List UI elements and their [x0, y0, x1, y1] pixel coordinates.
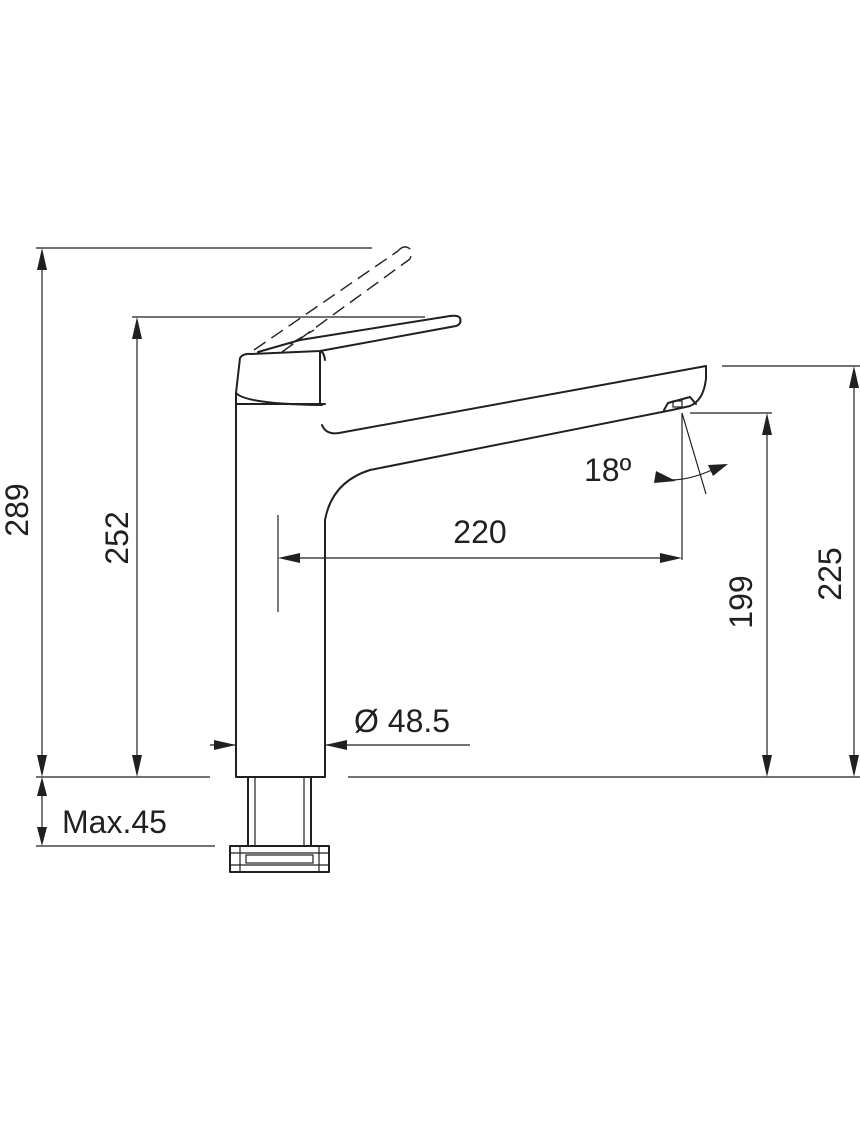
dimension-289-label: 289 [0, 483, 35, 536]
extension-lines [36, 247, 860, 847]
aerator [663, 396, 697, 411]
faucet-outline [229, 246, 707, 873]
dimension-max-45-label: Max.45 [62, 804, 167, 840]
dimension-199-label: 199 [723, 575, 759, 628]
mounting-shank [229, 776, 330, 873]
dimension-angle-18: 18º [584, 452, 728, 488]
mounting-nut [229, 845, 330, 873]
faucet-spout [321, 365, 707, 521]
dimension-angle-label: 18º [584, 452, 632, 488]
dimension-diameter-label: Ø 48.5 [354, 703, 450, 739]
dimension-225-label: 225 [812, 547, 848, 600]
dimension-220: 220 [278, 514, 682, 563]
dimension-199: 199 [723, 413, 772, 777]
dimension-252-label: 252 [99, 511, 135, 564]
dimension-220-label: 220 [453, 514, 506, 550]
faucet-column [235, 403, 326, 778]
lever-handle [235, 314, 462, 394]
lever-open-position [253, 246, 412, 353]
dimension-max-45: Max.45 [37, 777, 167, 846]
dimension-289: 289 [0, 248, 47, 777]
dimension-225: 225 [812, 366, 859, 777]
dimension-252: 252 [99, 317, 142, 777]
dimension-diameter: Ø 48.5 [210, 703, 470, 750]
